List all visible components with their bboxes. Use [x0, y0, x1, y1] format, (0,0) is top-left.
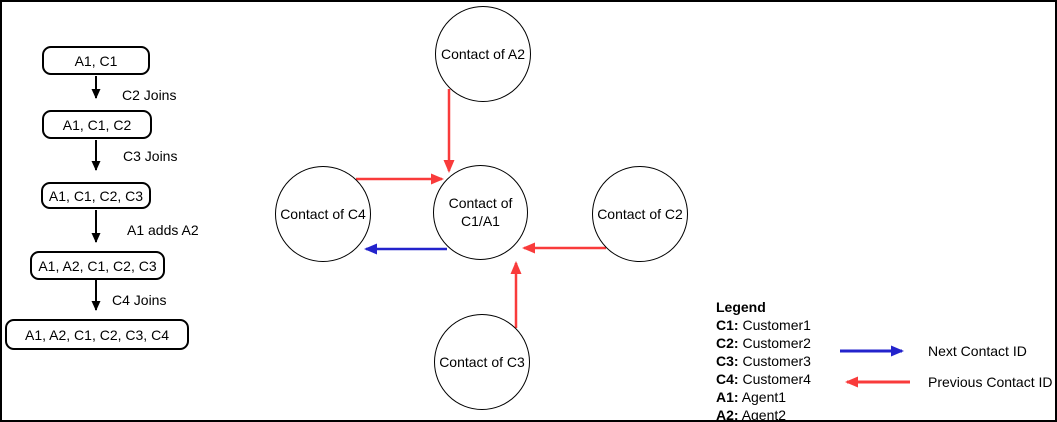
legend-key: C3:	[716, 353, 739, 369]
flow-box-1-label: A1, C1	[74, 52, 118, 69]
legend-key: C2:	[716, 335, 739, 351]
flow-edge-label-text: C4 Joins	[112, 292, 167, 308]
flow-edge-label-a1-adds-a2: A1 adds A2	[127, 222, 199, 238]
flow-edge-label-text: C3 Joins	[123, 148, 178, 164]
legend: Legend C1: Customer1 C2: Customer2 C3: C…	[716, 298, 811, 422]
flow-box-1: A1, C1	[42, 46, 150, 75]
legend-item-c2: C2: Customer2	[716, 334, 811, 352]
legend-item-a2: A2: Agent2	[716, 406, 811, 422]
node-contact-of-a2-label: Contact of A2	[440, 46, 526, 62]
legend-value: Agent1	[741, 389, 787, 405]
legend-item-a1: A1: Agent1	[716, 388, 811, 406]
flow-box-4-label: A1, A2, C1, C2, C3	[38, 257, 157, 274]
flow-box-5-label: A1, A2, C1, C2, C3, C4	[25, 326, 169, 343]
flow-edge-label-c3-joins: C3 Joins	[123, 148, 177, 164]
node-contact-of-c1-a1: Contact of C1/A1	[433, 165, 528, 260]
node-contact-of-c4: Contact of C4	[275, 166, 371, 262]
legend-value: Agent2	[741, 407, 787, 422]
legend-key: A1:	[716, 389, 739, 405]
node-contact-of-c3: Contact of C3	[434, 314, 530, 410]
legend-value: Customer1	[742, 317, 811, 333]
legend-key: C1:	[716, 317, 739, 333]
flow-edge-label-text: C2 Joins	[122, 87, 177, 103]
legend-title: Legend	[716, 299, 766, 315]
flow-edge-label-c4-joins: C4 Joins	[112, 292, 166, 308]
node-contact-of-c2-label: Contact of C2	[597, 206, 683, 222]
node-contact-of-c3-label: Contact of C3	[439, 354, 525, 370]
node-contact-of-c2: Contact of C2	[592, 166, 688, 262]
legend-value: Customer4	[742, 371, 811, 387]
legend-next-contact-label: Next Contact ID	[928, 343, 1027, 359]
node-contact-of-a2: Contact of A2	[435, 6, 531, 102]
flow-box-4: A1, A2, C1, C2, C3	[30, 251, 165, 280]
legend-key: C4:	[716, 371, 739, 387]
flow-box-3: A1, C1, C2, C3	[41, 182, 151, 209]
flow-box-5: A1, A2, C1, C2, C3, C4	[5, 319, 189, 350]
flow-box-2: A1, C1, C2	[42, 110, 152, 139]
legend-value: Customer2	[742, 335, 811, 351]
legend-item-c3: C3: Customer3	[716, 352, 811, 370]
node-contact-of-c1-a1-label: Contact of C1/A1	[448, 195, 513, 229]
flow-box-3-label: A1, C1, C2, C3	[48, 187, 144, 204]
node-contact-of-c4-label: Contact of C4	[280, 206, 366, 222]
legend-arrow-label-text: Next Contact ID	[928, 343, 1027, 359]
flow-box-2-label: A1, C1, C2	[62, 116, 132, 133]
legend-arrow-label-text: Previous Contact ID	[928, 374, 1053, 390]
flow-edge-label-c2-joins: C2 Joins	[122, 87, 176, 103]
legend-item-c1: C1: Customer1	[716, 316, 811, 334]
legend-value: Customer3	[742, 353, 811, 369]
legend-item-c4: C4: Customer4	[716, 370, 811, 388]
flow-edge-label-text: A1 adds A2	[127, 222, 199, 238]
legend-previous-contact-label: Previous Contact ID	[928, 374, 1053, 390]
legend-key: A2:	[716, 407, 739, 422]
